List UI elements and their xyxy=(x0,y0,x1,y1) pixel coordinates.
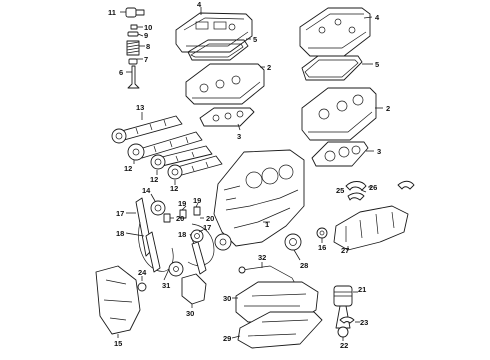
oil-pump-30 xyxy=(181,273,207,305)
callout-7: 7 xyxy=(144,55,148,64)
connecting-rod-22 xyxy=(335,305,351,338)
callout-17-right: 17 xyxy=(203,223,211,232)
valve xyxy=(127,65,140,89)
callout-10: 10 xyxy=(144,23,152,32)
front-cover xyxy=(95,265,141,335)
cylinder-head-left xyxy=(185,63,265,105)
cam-phaser-part xyxy=(125,7,145,18)
callout-24: 24 xyxy=(138,268,147,277)
callout-21: 21 xyxy=(358,285,366,294)
callout-18-a: 19 xyxy=(178,199,186,208)
callout-31: 32 xyxy=(258,253,266,262)
valve-retainer xyxy=(127,31,139,37)
callout-4-right: 4 xyxy=(375,13,380,22)
callout-12-a: 12 xyxy=(124,164,132,173)
callout-18-b: 19 xyxy=(193,196,201,205)
callout-19-left: 18 xyxy=(116,229,124,238)
callout-30: 30 xyxy=(186,309,194,318)
timing-guide-20a xyxy=(163,213,171,223)
seal-16 xyxy=(316,227,328,239)
callout-3-right: 3 xyxy=(377,147,381,156)
engine-block xyxy=(213,149,305,247)
timing-guide-18b xyxy=(193,206,201,216)
valve-cover-gasket-right xyxy=(301,55,363,81)
cylinder-head-right xyxy=(301,87,377,141)
callout-5-left: 5 xyxy=(253,35,257,44)
oil-pump-sprocket-32 xyxy=(168,261,184,277)
callout-5-right: 5 xyxy=(375,60,379,69)
timing-tensioner-19 xyxy=(145,231,161,273)
camshaft-upper xyxy=(111,115,183,144)
callout-27: 28 xyxy=(300,261,308,270)
camshaft-right-lower xyxy=(167,155,223,180)
callout-22: 22 xyxy=(340,341,348,350)
valve-cover-right xyxy=(299,7,371,57)
callout-2-left: 2 xyxy=(267,63,271,72)
callout-29: 30 xyxy=(223,294,231,303)
crank-sprocket-26side xyxy=(214,233,232,251)
valve-cover-gasket-left xyxy=(187,39,249,61)
callout-19-right: 18 xyxy=(178,230,186,239)
valve-cover-left xyxy=(175,12,253,53)
callout-13: 13 xyxy=(136,103,144,112)
callout-8: 8 xyxy=(146,42,150,51)
head-gasket-right xyxy=(311,141,369,167)
callout-25-left: 25 xyxy=(336,186,344,195)
callout-23: 23 xyxy=(360,318,368,327)
callout-17-left: 17 xyxy=(116,209,124,218)
bolt-24 xyxy=(137,282,147,292)
timing-sprocket-14 xyxy=(150,200,166,216)
callout-2-right: 2 xyxy=(386,104,390,113)
callout-26: 27 xyxy=(341,246,349,255)
callout-3-left: 3 xyxy=(237,132,241,141)
callout-12-c: 12 xyxy=(170,184,178,193)
callout-20-a: 20 xyxy=(176,214,184,223)
callout-11: 11 xyxy=(108,8,116,17)
timing-tensioner-19b xyxy=(191,241,207,275)
callouts: 4 4 5 5 2 2 3 3 11 10 9 8 7 6 13 12 12 1… xyxy=(108,0,390,350)
callout-25-right: 26 xyxy=(369,183,377,192)
crankshaft xyxy=(333,205,409,251)
callout-9: 9 xyxy=(144,31,148,40)
callout-16: 16 xyxy=(318,243,326,252)
callout-15: 15 xyxy=(114,339,122,348)
timing-guide-18a xyxy=(179,209,187,219)
rod-bearing-23 xyxy=(339,316,355,324)
callout-12-b: 12 xyxy=(150,175,158,184)
bearing-set-25-left xyxy=(345,181,367,201)
oil-pan-lower xyxy=(237,311,323,349)
valve-seal xyxy=(128,58,138,65)
bearing-set-25-right xyxy=(397,180,415,190)
callout-28: 29 xyxy=(223,334,231,343)
callout-6: 6 xyxy=(119,68,123,77)
piston-21 xyxy=(333,285,353,307)
camshaft-right-upper xyxy=(150,145,213,170)
callout-4-left: 4 xyxy=(197,0,202,9)
callout-14: 14 xyxy=(142,186,151,195)
valve-spring xyxy=(126,40,140,56)
callout-32: 31 xyxy=(162,281,170,290)
head-gasket-left xyxy=(199,107,255,127)
callout-1: 1 xyxy=(265,220,269,229)
camshaft-lower xyxy=(127,131,203,161)
crank-pulley-27 xyxy=(284,233,302,251)
valve-lock xyxy=(130,24,138,30)
callout-20-b: 20 xyxy=(206,214,214,223)
